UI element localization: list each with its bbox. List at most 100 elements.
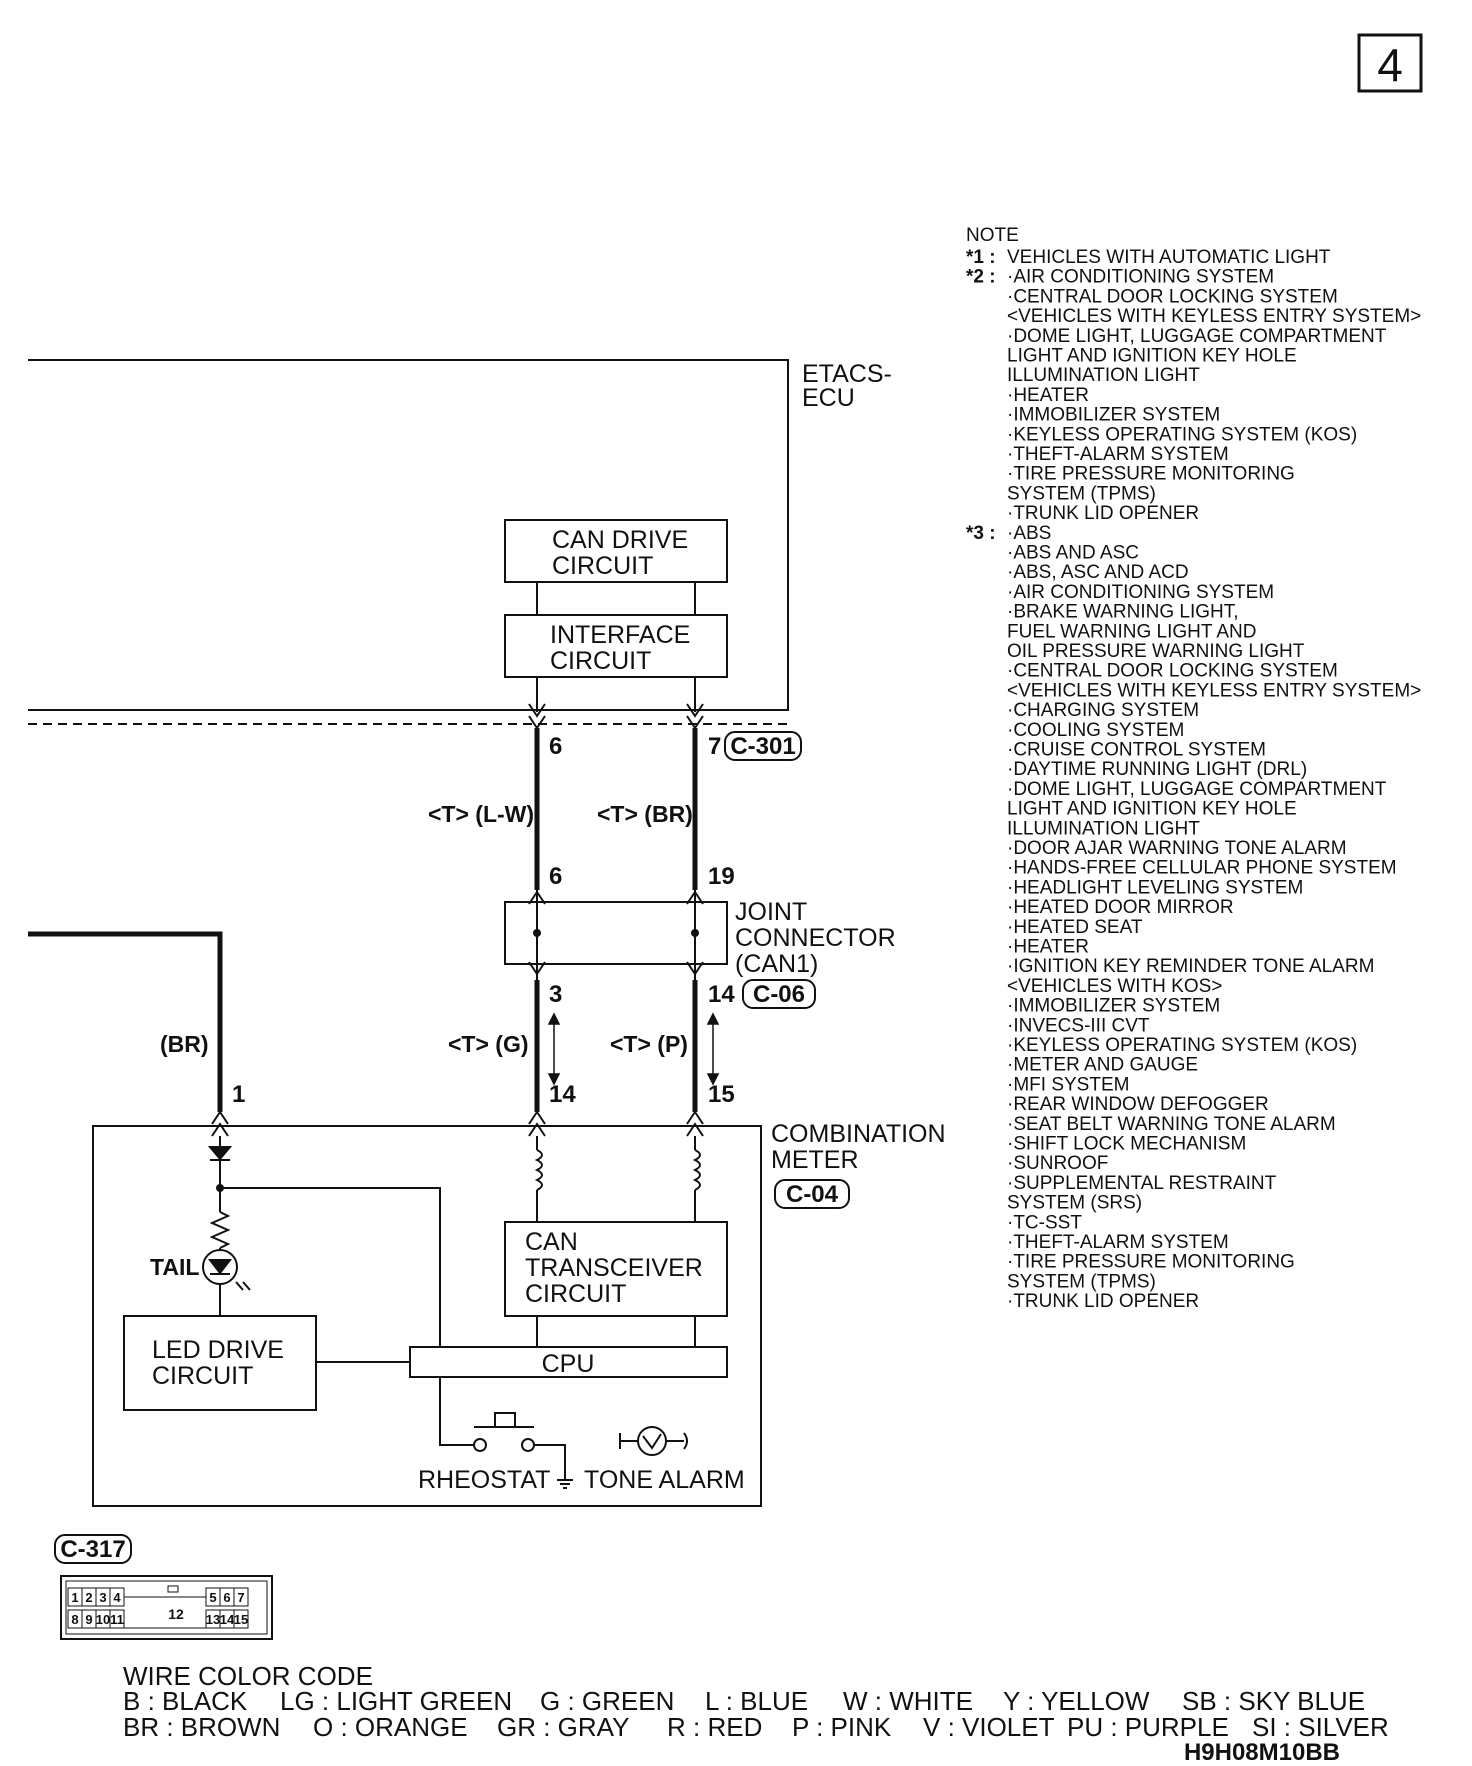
connector-c301-badge: C-301 [724, 731, 802, 761]
note-line: ·DOME LIGHT, LUGGAGE COMPARTMENT [1007, 326, 1387, 347]
note-line: ·COOLING SYSTEM [1007, 720, 1184, 741]
note-marker: *3 : [966, 523, 996, 544]
joint-label-line1: JOINT [735, 898, 807, 926]
connector-pin-number: 8 [71, 1612, 78, 1627]
note-line: ·SUPPLEMENTAL RESTRAINT [1007, 1173, 1277, 1194]
etacs-label-line1: ETACS- [802, 360, 892, 388]
wire-label-l-w: <T> (L-W) [428, 801, 534, 827]
wire-label-g: <T> (G) [448, 1031, 529, 1057]
wire-label-p: <T> (P) [610, 1031, 688, 1057]
note-line: SYSTEM (TPMS) [1007, 483, 1156, 504]
connector-c04: C-04 [786, 1181, 839, 1208]
pin-19: 19 [708, 863, 735, 890]
wire-code-entry: B : BLACK [123, 1686, 248, 1716]
note-line: ·IMMOBILIZER SYSTEM [1007, 405, 1220, 426]
can-drive-line2: CIRCUIT [552, 552, 653, 580]
wire-br-left [28, 931, 223, 1112]
note-line: ·TIRE PRESSURE MONITORING [1007, 464, 1295, 485]
note-line: ·ABS, ASC AND ACD [1007, 562, 1189, 583]
connector-c04-badge: C-04 [774, 1179, 850, 1209]
note-marker: *1 : [966, 247, 996, 268]
can-drive-line1: CAN DRIVE [552, 526, 688, 554]
note-heading: NOTE [966, 225, 1019, 246]
note-line: ·DAYTIME RUNNING LIGHT (DRL) [1007, 759, 1307, 780]
note-line: FUEL WARNING LIGHT AND [1007, 621, 1257, 642]
note-line: ·CHARGING SYSTEM [1007, 700, 1199, 721]
connector-pin-number: 7 [237, 1590, 244, 1605]
connector-pin-number: 4 [113, 1590, 121, 1605]
note-line: ·ABS AND ASC [1007, 543, 1139, 564]
note-line: ·CENTRAL DOOR LOCKING SYSTEM [1007, 286, 1338, 307]
interface-circuit: INTERFACE CIRCUIT [504, 614, 728, 678]
note-line: ·TRUNK LID OPENER [1007, 503, 1199, 524]
meter-connector-chevrons [211, 1110, 704, 1137]
note-line: ·HEATED SEAT [1007, 917, 1143, 938]
note-line: ·INVECS-III CVT [1007, 1015, 1150, 1036]
interface-line2: CIRCUIT [550, 647, 651, 675]
wire-code-entry: P : PINK [792, 1712, 892, 1742]
wire-code-entry: BR : BROWN [123, 1712, 280, 1742]
pin-3: 3 [549, 981, 562, 1008]
note-line: ·THEFT-ALARM SYSTEM [1007, 1232, 1229, 1253]
wire-label-br-left: (BR) [160, 1031, 209, 1057]
wire-color-code: WIRE COLOR CODE B : BLACK LG : LIGHT GREE… [123, 1661, 1389, 1742]
tail-light-branch [202, 1136, 441, 1347]
pin-6-mid: 6 [549, 863, 562, 890]
wire-code-entry: SI : SILVER [1252, 1712, 1389, 1742]
wire-code-title: WIRE COLOR CODE [123, 1661, 373, 1691]
note-line: OIL PRESSURE WARNING LIGHT [1007, 641, 1305, 662]
note-line: <VEHICLES WITH KOS> [1007, 976, 1222, 997]
note-line: ·HANDS-FREE CELLULAR PHONE SYSTEM [1007, 858, 1397, 879]
connector-c301: C-301 [730, 733, 795, 760]
note-line: ·KEYLESS OPERATING SYSTEM (KOS) [1007, 1035, 1357, 1056]
wire-code-entry: V : VIOLET [923, 1712, 1055, 1742]
note-line: LIGHT AND IGNITION KEY HOLE [1007, 799, 1297, 820]
note-line: ·SEAT BELT WARNING TONE ALARM [1007, 1114, 1336, 1135]
connector-pin-number: 9 [85, 1612, 92, 1627]
wire-code-entry: Y : YELLOW [1003, 1686, 1150, 1716]
note-line: ·HEATED DOOR MIRROR [1007, 897, 1234, 918]
connector-pin-number: 2 [85, 1590, 92, 1605]
note-block: NOTE *1 :VEHICLES WITH AUTOMATIC LIGHT*2… [966, 225, 1421, 1312]
wire-label-br-top: <T> (BR) [597, 801, 693, 827]
wire-code-entry: L : BLUE [705, 1686, 808, 1716]
led-drive-circuit: LED DRIVE CIRCUIT [123, 1315, 317, 1411]
note-line: ·DOME LIGHT, LUGGAGE COMPARTMENT [1007, 779, 1387, 800]
etacs-label-line2: ECU [802, 384, 855, 412]
rheostat-label: RHEOSTAT [418, 1466, 550, 1494]
wire-code-entry: R : RED [667, 1712, 762, 1742]
connector-pin-number: 11 [110, 1612, 124, 1627]
note-line: ·METER AND GAUGE [1007, 1055, 1198, 1076]
connector-pin-number: 3 [99, 1590, 106, 1605]
wire-code-entry: O : ORANGE [313, 1712, 468, 1742]
page-number-box: 4 [1357, 33, 1423, 93]
tone-alarm-label: TONE ALARM [584, 1466, 745, 1494]
note-line: ·HEADLIGHT LEVELING SYSTEM [1007, 877, 1303, 898]
transceiver-line2: TRANSCEIVER [525, 1254, 703, 1282]
joint-connector [504, 890, 728, 980]
note-line: LIGHT AND IGNITION KEY HOLE [1007, 346, 1297, 367]
connector-pin-number: 1 [71, 1590, 78, 1605]
wire-code-entry: LG : LIGHT GREEN [280, 1686, 512, 1716]
transceiver-line1: CAN [525, 1228, 578, 1256]
connector-c06-badge: C-06 [742, 979, 816, 1009]
note-line: VEHICLES WITH AUTOMATIC LIGHT [1007, 247, 1331, 268]
tail-label: TAIL [150, 1254, 199, 1280]
note-line: ILLUMINATION LIGHT [1007, 365, 1200, 386]
combination-label-line1: COMBINATION [771, 1120, 946, 1148]
connector-pin-number: 5 [209, 1590, 216, 1605]
wire-code-entry: W : WHITE [843, 1686, 973, 1716]
combination-meter-outline [92, 1125, 762, 1507]
note-line: ·AIR CONDITIONING SYSTEM [1007, 582, 1274, 603]
note-line: <VEHICLES WITH KEYLESS ENTRY SYSTEM> [1007, 306, 1421, 327]
note-line: ·TC-SST [1007, 1212, 1082, 1233]
pin-7-top: 7 [708, 733, 721, 760]
note-line: ·SHIFT LOCK MECHANISM [1007, 1134, 1246, 1155]
note-line: ·BRAKE WARNING LIGHT, [1007, 602, 1239, 623]
wire-code-entry: G : GREEN [540, 1686, 674, 1716]
note-line: ILLUMINATION LIGHT [1007, 818, 1200, 839]
note-line: ·TRUNK LID OPENER [1007, 1291, 1199, 1312]
wire-code-entry: GR : GRAY [497, 1712, 629, 1742]
tone-alarm-symbol [619, 1426, 688, 1456]
